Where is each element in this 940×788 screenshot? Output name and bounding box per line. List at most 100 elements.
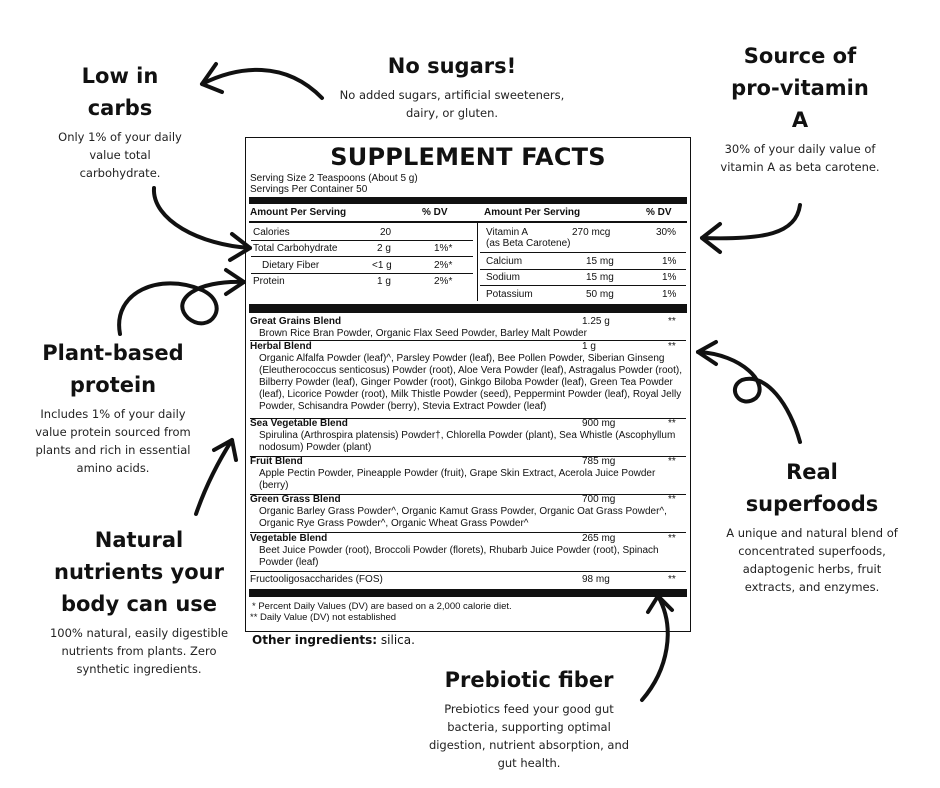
arrow-vitamin-head-icon <box>700 222 722 254</box>
thick-divider <box>249 304 687 313</box>
nutrient-dv: 1%* <box>434 243 453 254</box>
nutrient-name: Calcium <box>486 256 523 267</box>
nutrient-dv: 1% <box>662 289 677 300</box>
nutrient-dv: 2%* <box>434 276 453 287</box>
blend-ingredients: Organic Barley Grass Powder^, Organic Ka… <box>259 506 667 529</box>
blend-dv: ** <box>668 574 676 585</box>
nutrient-amount: 270 mcg <box>572 227 611 238</box>
blend-dv: ** <box>668 533 676 544</box>
blend-amount: 1 g <box>582 341 596 352</box>
row-rule <box>250 532 686 533</box>
row-rule <box>250 418 686 419</box>
callout-pro-vitamin-a: Source of pro-vitamin A 30% of your dail… <box>720 40 880 176</box>
callout-title: Natural nutrients your body can use <box>54 528 224 616</box>
row-rule <box>480 285 686 286</box>
amount-header-right: Amount Per Serving <box>484 207 581 218</box>
blend-fos: Fructooligosaccharides (FOS)98 mg** <box>250 574 686 586</box>
callout-body: A unique and natural blend of concentrat… <box>726 526 898 594</box>
callout-no-sugars: No sugars! No added sugars, artificial s… <box>328 50 576 122</box>
row-rule <box>251 240 473 241</box>
blend-name: Sea Vegetable Blend <box>250 418 348 429</box>
blend-amount: 1.25 g <box>582 316 610 327</box>
arrow-superfoods-icon <box>696 350 802 444</box>
row-rule <box>480 252 686 253</box>
blend-name: Vegetable Blend <box>250 533 328 544</box>
blend-amount: 700 mg <box>582 494 616 505</box>
nutrient-amount: 50 mg <box>586 289 614 300</box>
nutrient-amount: 1 g <box>377 276 391 287</box>
callout-body: No added sugars, artificial sweeteners, … <box>339 88 565 120</box>
other-ingredients-value: silica. <box>380 633 415 647</box>
arrow-prebiotic-head-icon <box>646 594 674 614</box>
callout-title: Plant-based protein <box>42 341 184 397</box>
dv-header-right: % DV <box>646 207 672 218</box>
row-rule <box>250 456 686 457</box>
row-rule <box>251 273 473 274</box>
servings-per-container: Servings Per Container 50 <box>250 184 368 195</box>
nutrient-name: Potassium <box>486 289 533 300</box>
nutrient-name: Total Carbohydrate <box>253 243 338 254</box>
amount-header-left: Amount Per Serving <box>250 207 347 218</box>
arrow-natural-icon <box>194 438 234 516</box>
nutrient-sub: (as Beta Carotene) <box>486 238 571 249</box>
nutrient-name: Calories <box>253 227 290 238</box>
row-rule <box>480 269 686 270</box>
arrow-vitamin-icon <box>700 203 802 241</box>
nutrient-amount: 15 mg <box>586 256 614 267</box>
blend-amount: 900 mg <box>582 418 616 429</box>
blend-ingredients: Apple Pectin Powder, Pineapple Powder (f… <box>259 468 656 491</box>
other-ingredients: Other ingredients: silica. <box>252 633 415 647</box>
thick-divider <box>249 197 687 204</box>
footnote-dv-not-established: ** Daily Value (DV) not established <box>250 612 397 623</box>
nutrient-name: Vitamin A <box>486 227 529 238</box>
blend-ingredients: Spirulina (Arthrospira platensis) Powder… <box>259 430 676 453</box>
callout-prebiotic: Prebiotic fiber Prebiotics feed your goo… <box>418 664 640 772</box>
arrow-carbs-head-icon <box>228 232 252 262</box>
blend-dv: ** <box>668 316 676 327</box>
serving-size: Serving Size 2 Teaspoons (About 5 g) <box>250 173 418 184</box>
callout-superfoods: Real superfoods A unique and natural ble… <box>722 456 902 596</box>
header-rule <box>249 221 687 223</box>
callout-body: Prebiotics feed your good gut bacteria, … <box>428 702 630 770</box>
callout-body: 100% natural, easily digestible nutrient… <box>49 626 229 676</box>
supplement-facts-panel: SUPPLEMENT FACTS Serving Size 2 Teaspoon… <box>245 137 691 632</box>
arrow-protein-icon <box>117 279 246 336</box>
callout-title: Real superfoods <box>745 460 879 516</box>
blend-amount: 98 mg <box>582 574 610 585</box>
nutrient-dv: 2%* <box>434 260 453 271</box>
nutrient-dv: 1% <box>662 256 677 267</box>
panel-title: SUPPLEMENT FACTS <box>330 143 606 171</box>
dv-header-left: % DV <box>422 207 448 218</box>
callout-title: Low in carbs <box>81 64 159 120</box>
callout-body: 30% of your daily value of vitamin A as … <box>720 142 880 174</box>
callout-low-carbs: Low in carbs Only 1% of your daily value… <box>50 60 190 182</box>
arrow-prebiotic-icon <box>640 594 670 702</box>
callout-plant-protein: Plant-based protein Includes 1% of your … <box>30 337 196 477</box>
blend-name: Fruit Blend <box>250 456 303 467</box>
nutrient-amount: 20 <box>380 227 392 238</box>
callout-natural-nutrients: Natural nutrients your body can use 100%… <box>44 524 234 678</box>
blend-name: Green Grass Blend <box>250 494 341 505</box>
row-rule <box>250 494 686 495</box>
blend-dv: ** <box>668 494 676 505</box>
callout-body: Includes 1% of your daily value protein … <box>35 407 191 475</box>
blend-green-grass: Green Grass Blend 700 mg ** Organic Barley… <box>250 494 686 530</box>
blend-amount: 265 mg <box>582 533 616 544</box>
arrow-sugars-icon <box>200 68 324 100</box>
nutrient-amount: 15 mg <box>586 272 614 283</box>
blend-dv: ** <box>668 341 676 352</box>
arrow-carbs-icon <box>151 186 252 250</box>
blend-ingredients: Beet Juice Powder (root), Broccoli Powde… <box>259 545 659 568</box>
arrow-protein-head-icon <box>224 268 246 296</box>
thick-divider <box>249 589 687 597</box>
callout-title: Prebiotic fiber <box>444 668 614 692</box>
nutrient-name: Sodium <box>486 272 520 283</box>
blend-amount: 785 mg <box>582 456 616 467</box>
nutrient-amount: <1 g <box>372 260 392 271</box>
nutrient-name: Dietary Fiber <box>262 260 320 271</box>
